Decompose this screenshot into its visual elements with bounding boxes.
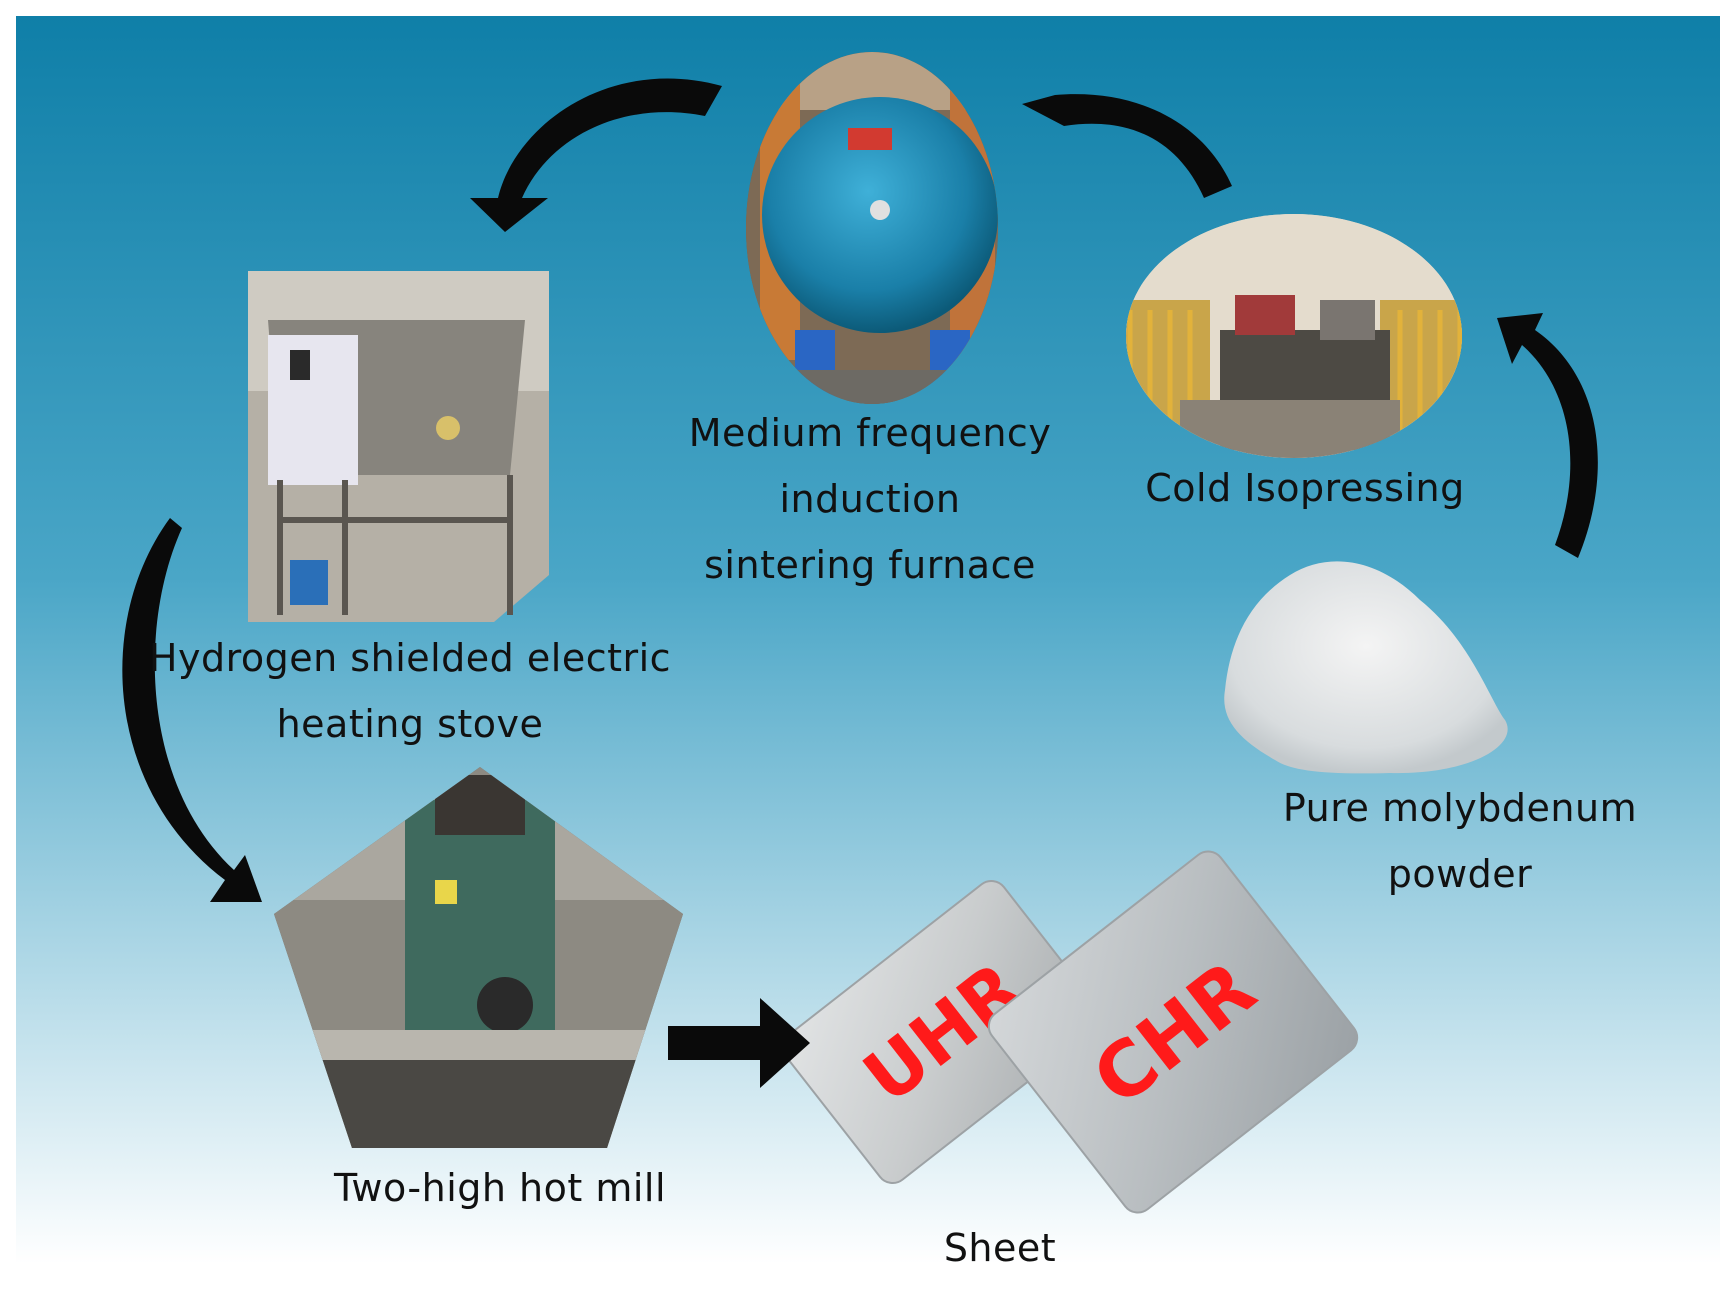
arrow-mill-to-sheet (668, 998, 810, 1088)
label-cold-isopressing: Cold Isopressing (1090, 455, 1520, 521)
label-line: Cold Isopressing (1145, 466, 1465, 510)
label-line: heating stove (276, 702, 544, 746)
arrow-powder-to-press (1497, 313, 1598, 558)
powder-pile (1224, 561, 1508, 774)
label-medium-frequency-furnace: Medium frequency induction sintering fur… (610, 400, 1130, 598)
label-line: sintering furnace (704, 543, 1036, 587)
label-line: Two-high hot mill (333, 1166, 667, 1210)
label-line: Sheet (943, 1226, 1057, 1270)
arrow-press-to-furnace (1022, 94, 1232, 198)
label-line: Pure molybdenum (1282, 786, 1638, 830)
label-hydrogen-stove: Hydrogen shielded electric heating stove (130, 625, 690, 757)
label-sheet: Sheet (880, 1215, 1120, 1281)
label-line: Hydrogen shielded electric (148, 636, 672, 680)
arrow-furnace-to-stove (470, 78, 722, 232)
arrow-stove-to-mill (122, 518, 262, 902)
stove-photo (248, 271, 549, 622)
label-line: induction (779, 477, 961, 521)
label-two-high-hot-mill: Two-high hot mill (290, 1155, 710, 1221)
furnace-photo (746, 52, 998, 404)
label-line: powder (1387, 852, 1533, 896)
press-photo (1126, 214, 1462, 458)
label-pure-molybdenum-powder: Pure molybdenum powder (1240, 775, 1680, 907)
sheet-chr: CHR (987, 850, 1359, 1214)
label-line: Medium frequency (688, 411, 1052, 455)
